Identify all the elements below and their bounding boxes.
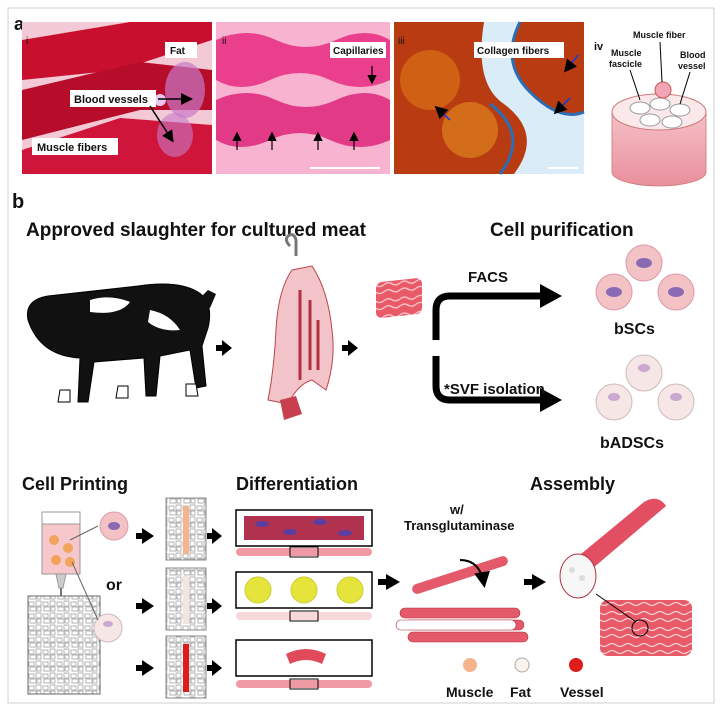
label-muscle-fiber: Muscle fiber xyxy=(633,30,686,40)
cell-nucleus-2 xyxy=(103,621,113,627)
legend xyxy=(463,657,583,673)
meat-piece xyxy=(376,278,422,318)
panel-a-label: a xyxy=(14,14,25,34)
svf-label: *SVF isolation xyxy=(444,381,545,398)
legend-muscle-label: Muscle xyxy=(446,684,494,700)
leader-muscle-cell xyxy=(69,525,99,541)
label-blood-vessel-2: vessel xyxy=(678,61,706,71)
panel-b-label: b xyxy=(12,191,24,213)
transglut-label-2: Transglutaminase xyxy=(404,518,515,533)
cell-nucleus xyxy=(108,522,120,530)
cow-illustration xyxy=(26,283,216,403)
leader-fat-cell xyxy=(71,561,99,621)
collagen-arrows xyxy=(434,54,579,121)
carcass-illustration xyxy=(267,233,334,420)
slaughter-title: Approved slaughter for cultured meat xyxy=(26,220,367,241)
sub-label-i: i xyxy=(26,36,28,47)
legend-fat-swatch xyxy=(514,657,530,673)
label-fat: Fat xyxy=(170,46,186,57)
label-muscle-fascicle-1: Muscle xyxy=(611,48,642,58)
diff-fat-box xyxy=(235,571,373,622)
muscle-fibers-label-bg xyxy=(32,138,118,155)
label-blood-vessel-1: Blood xyxy=(680,50,706,60)
legend-muscle-swatch xyxy=(463,658,477,672)
facs-label: FACS xyxy=(468,269,508,286)
fat-label-bg xyxy=(165,42,197,58)
or-label: or xyxy=(106,577,122,594)
blood-vessels-label-bg xyxy=(70,90,156,107)
fiber-bundle xyxy=(395,556,529,643)
arrow-to-cylinder xyxy=(524,574,546,590)
assembled-muscle-cylinder xyxy=(559,498,692,656)
capillaries-label-bg xyxy=(330,42,386,58)
arrow-blood-vessels-2 xyxy=(149,105,174,143)
flow-arrows-top xyxy=(216,340,358,356)
purification-branch-arrows xyxy=(432,284,562,412)
figure-border xyxy=(7,7,715,704)
bioprinter-illustration xyxy=(27,511,101,695)
legend-fat-label: Fat xyxy=(510,684,531,700)
bscs-label: bSCs xyxy=(614,321,655,338)
badscs-cells xyxy=(595,354,695,421)
sub-label-iii: iii xyxy=(398,36,405,47)
label-collagen-fibers: Collagen fibers xyxy=(477,46,550,57)
sub-label-ii: ii xyxy=(222,36,226,47)
transglut-label-1: w/ xyxy=(449,502,464,517)
bscs-cells xyxy=(595,244,695,311)
badscs-label: bADSCs xyxy=(600,435,664,452)
label-muscle-fascicle-2: fascicle xyxy=(609,59,642,69)
printing-arrows xyxy=(136,528,222,676)
printed-tubes xyxy=(165,497,207,699)
label-muscle-fibers: Muscle fibers xyxy=(37,142,107,154)
differentiation-title: Differentiation xyxy=(236,474,358,494)
legend-vessel-swatch xyxy=(569,658,583,672)
label-blood-vessels: Blood vessels xyxy=(74,94,148,106)
diff-muscle-box xyxy=(235,509,373,558)
purification-title: Cell purification xyxy=(490,220,634,241)
muscle-structure-diagram xyxy=(611,81,707,187)
assembly-title: Assembly xyxy=(530,474,615,494)
legend-vessel-label: Vessel xyxy=(560,684,604,700)
label-capillaries: Capillaries xyxy=(333,46,384,57)
sub-label-iv: iv xyxy=(594,41,604,53)
capillary-arrows xyxy=(232,66,377,150)
diff-vessel-box xyxy=(235,639,373,690)
structure-leader-lines xyxy=(629,41,691,105)
printed-cell-fat xyxy=(93,613,123,643)
arrow-to-assembly xyxy=(378,574,400,590)
printing-title: Cell Printing xyxy=(22,474,128,494)
collagen-label-bg xyxy=(474,42,564,58)
